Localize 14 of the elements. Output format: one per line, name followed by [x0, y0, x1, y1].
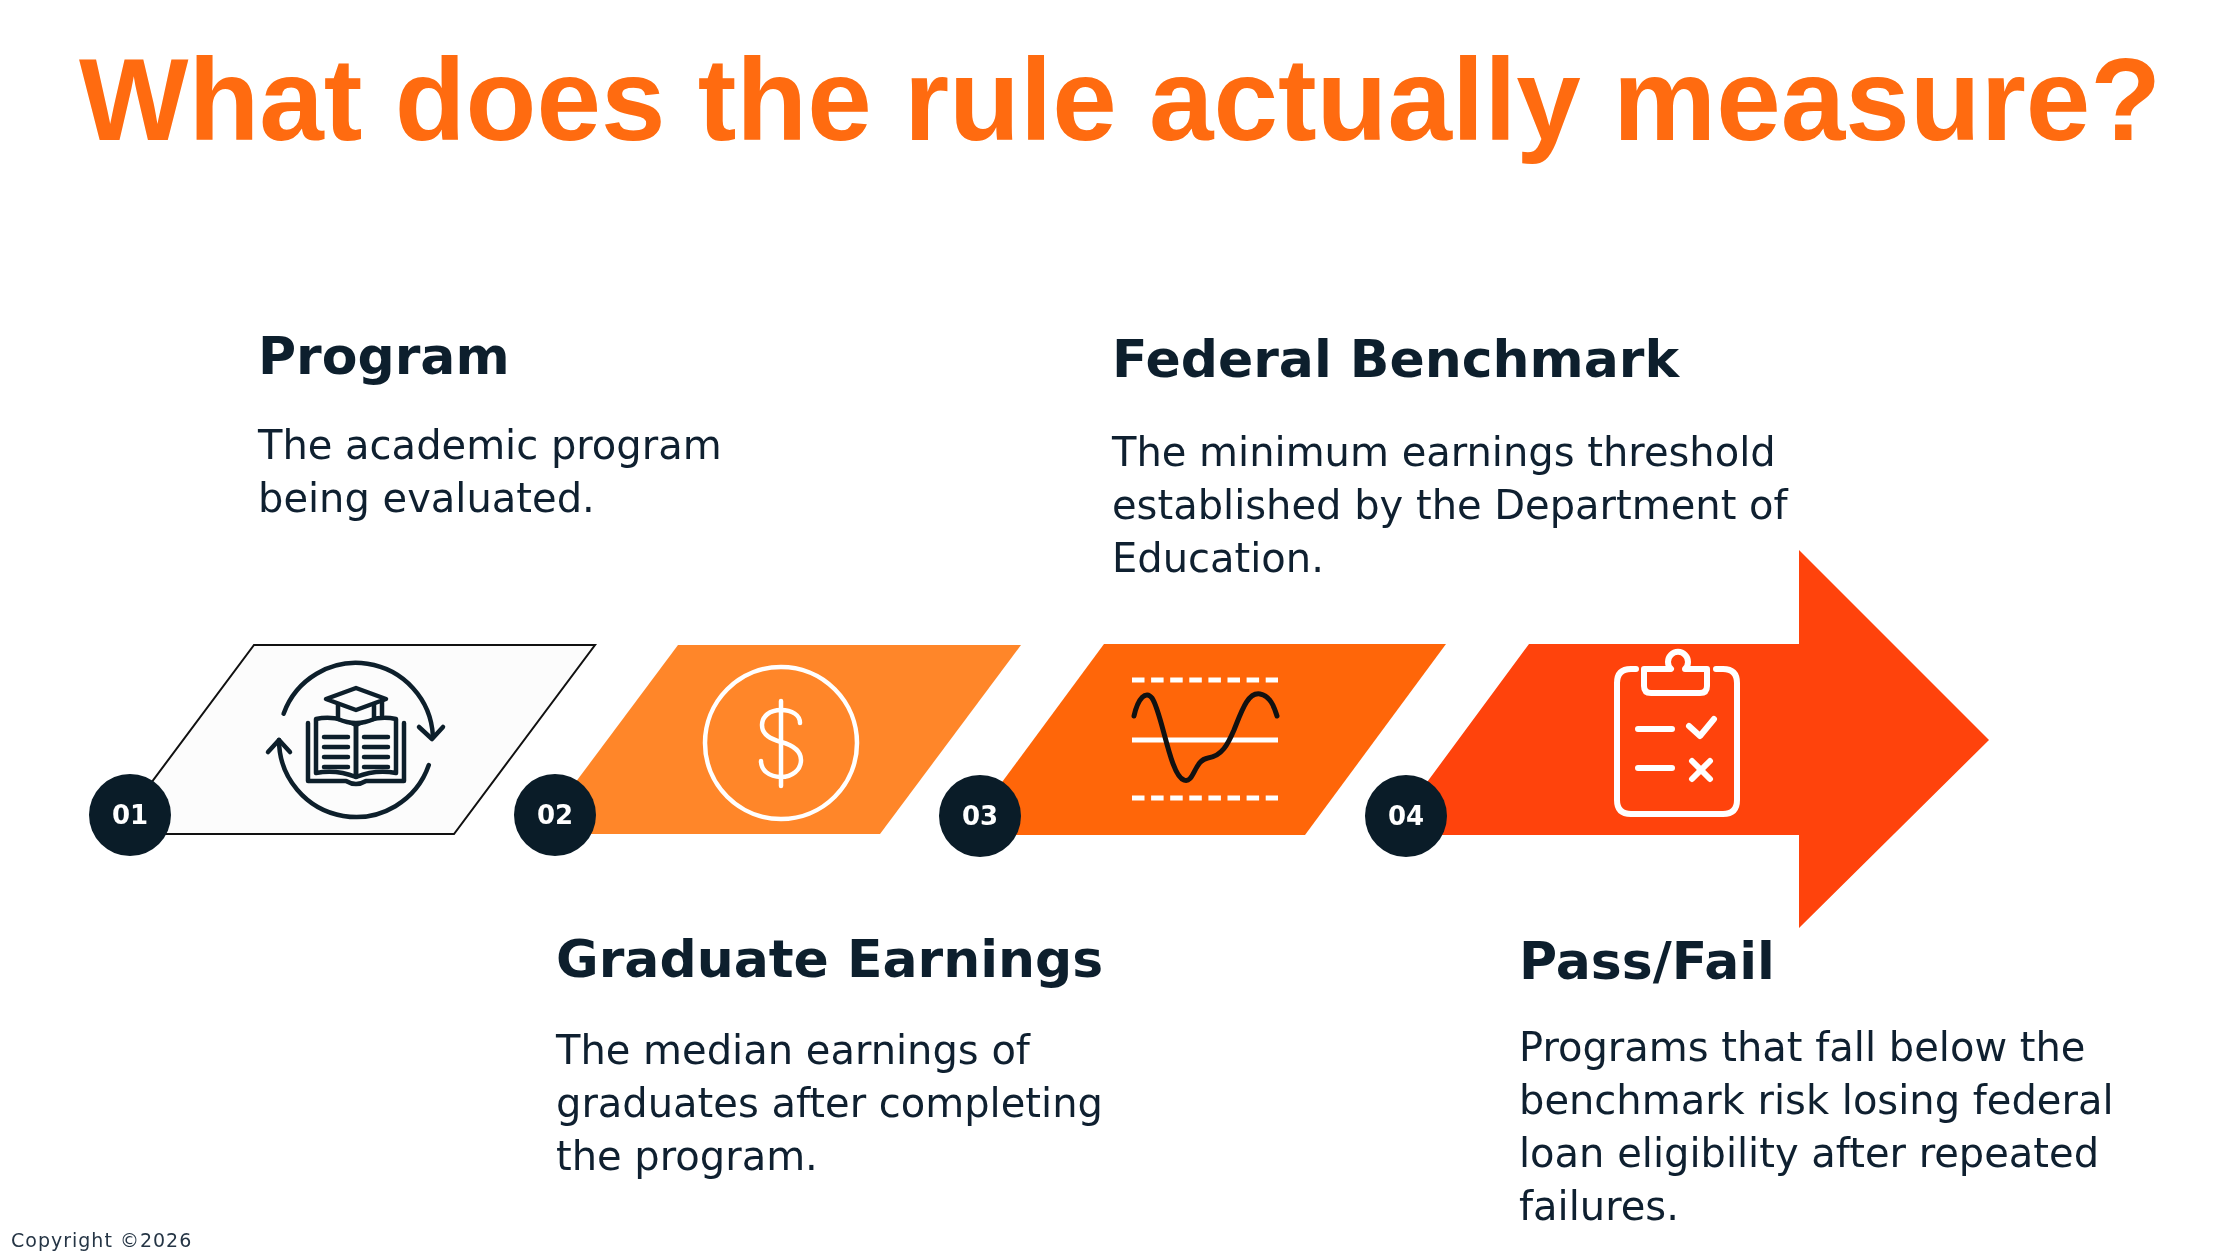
step-description: The minimum earnings threshold established by the Department of Education.	[1112, 428, 1789, 583]
copyright-text: Copyright ©2026	[11, 1228, 193, 1252]
step-heading: Graduate Earnings	[556, 928, 1104, 990]
step-description: Programs that fall below the benchmark risk losing federal loan eligibility after repeated failures.	[1519, 1023, 2115, 1231]
step-number: 02	[514, 774, 596, 856]
step-number: 01	[89, 774, 171, 856]
step-description: The academic program being evaluated.	[258, 421, 723, 523]
step-number: 03	[939, 775, 1021, 857]
step-number: 04	[1365, 775, 1447, 857]
step-heading: Federal Benchmark	[1112, 328, 1680, 390]
step-heading: Program	[258, 325, 510, 387]
step-heading: Pass/Fail	[1519, 930, 1775, 992]
title: What does the rule actually measure?	[79, 34, 2162, 167]
step-description: The median earnings of graduates after completing the program.	[556, 1026, 1104, 1181]
